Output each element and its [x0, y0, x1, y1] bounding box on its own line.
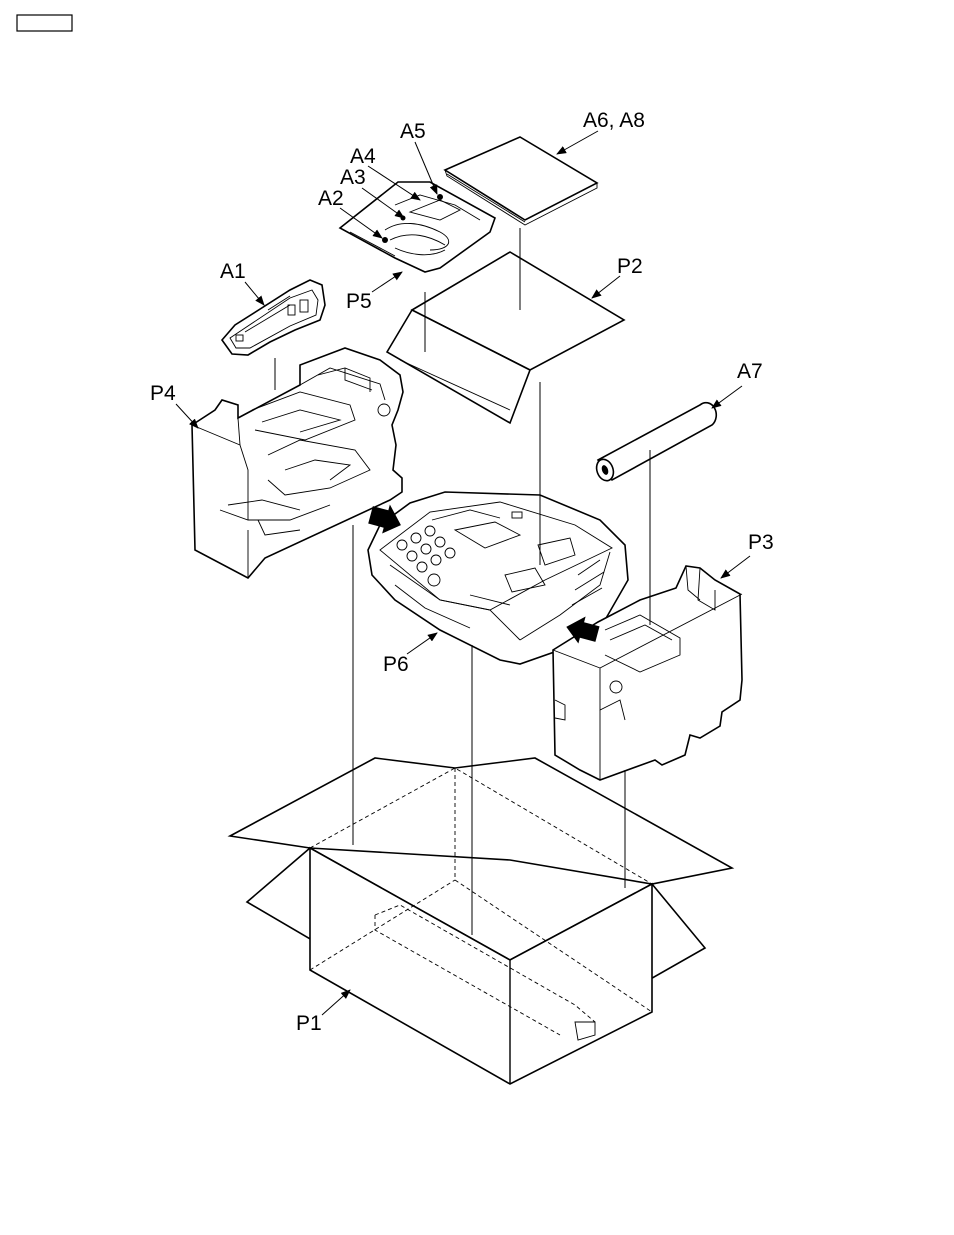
handset-a1	[222, 280, 325, 355]
accessory-bag-p5	[340, 182, 495, 272]
header-box	[17, 15, 72, 31]
label-a7: A7	[737, 360, 763, 383]
label-p4: P4	[150, 382, 176, 405]
carton-box-p1	[230, 758, 732, 1084]
label-p3: P3	[748, 531, 774, 554]
label-p2: P2	[617, 255, 643, 278]
label-p5: P5	[346, 290, 372, 313]
label-a4: A4	[350, 145, 376, 168]
label-a3: A3	[340, 166, 366, 189]
label-a2: A2	[318, 187, 344, 210]
label-p6: P6	[383, 653, 409, 676]
label-a6-a8: A6, A8	[583, 109, 645, 132]
label-p1: P1	[296, 1012, 322, 1035]
film-roll-a7	[594, 403, 717, 483]
label-a5: A5	[400, 120, 426, 143]
label-a1: A1	[220, 260, 246, 283]
protective-sheet-p2	[387, 252, 624, 423]
